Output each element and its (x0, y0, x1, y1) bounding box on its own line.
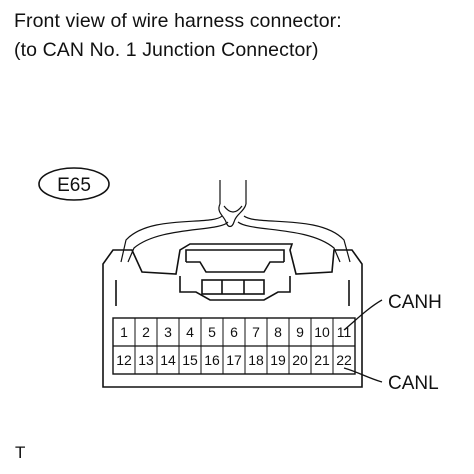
code-badge-outline (38, 167, 110, 201)
pin-number: 2 (142, 324, 150, 340)
wire-bundle (120, 180, 351, 263)
pin-number: 10 (314, 324, 330, 340)
pin-number: 6 (230, 324, 238, 340)
canl-leader-line (343, 367, 383, 383)
pin-number: 1 (120, 324, 128, 340)
canh-leader-line (343, 299, 383, 331)
pin-number: 18 (248, 352, 264, 368)
connector-housing (102, 243, 363, 388)
pin-number: 11 (337, 324, 352, 340)
canh-label: CANH (388, 292, 442, 313)
pin-number: 15 (182, 352, 198, 368)
caption-line-2: (to CAN No. 1 Junction Connector) (14, 39, 319, 61)
pin-number: 12 (116, 352, 132, 368)
pin-number: 3 (164, 324, 172, 340)
connector-code: E65 (57, 175, 91, 196)
pin-number: 5 (208, 324, 216, 340)
canl-label: CANL (388, 373, 439, 394)
leader-lines (343, 299, 383, 383)
caption-line-1: Front view of wire harness connector: (14, 10, 342, 32)
pin-number: 7 (252, 324, 260, 340)
pin-number: 19 (270, 352, 286, 368)
pin-number: 9 (296, 324, 304, 340)
pin-number: 21 (314, 352, 330, 368)
pin-number: 4 (186, 324, 194, 340)
pin-number: 16 (204, 352, 220, 368)
connector-code-badge: E65 (38, 167, 110, 201)
footer-code: T (15, 443, 26, 462)
pin-number: 20 (292, 352, 308, 368)
pin-number: 14 (160, 352, 176, 368)
pin-number: 22 (336, 352, 352, 368)
pin-number: 13 (138, 352, 154, 368)
pin-number: 8 (274, 324, 282, 340)
pin-number: 17 (226, 352, 242, 368)
